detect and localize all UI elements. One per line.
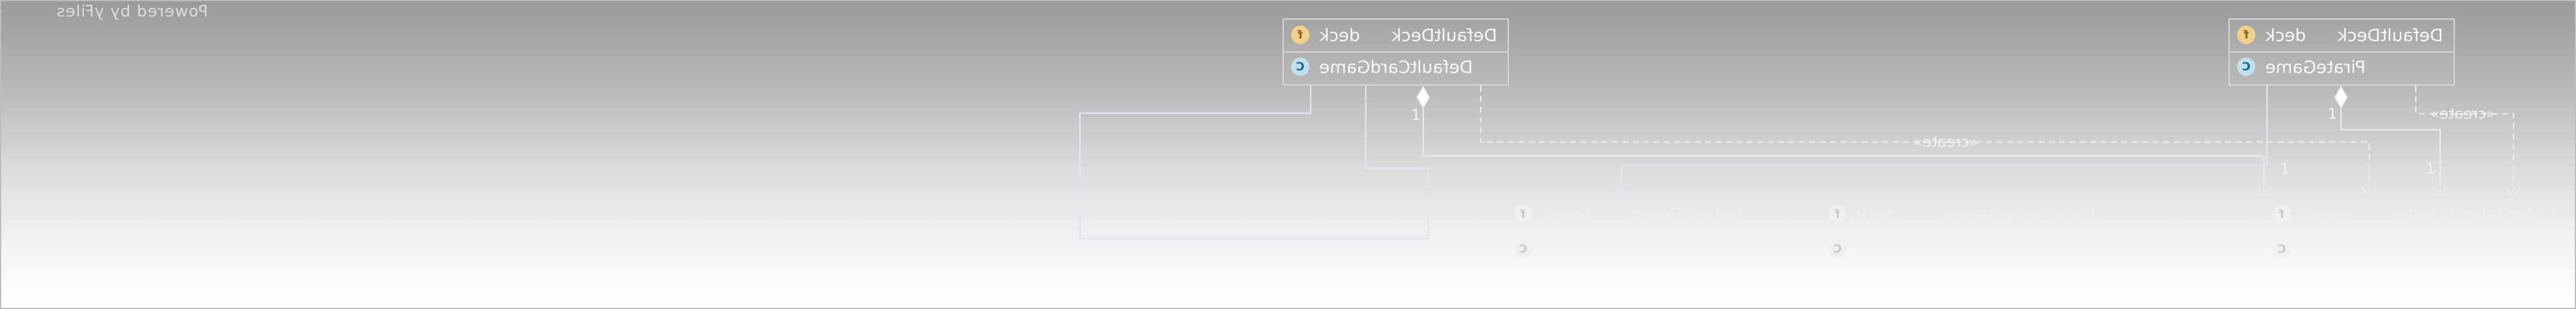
arrow-3: [2432, 186, 2449, 199]
edge-create-pirate: [2414, 86, 2515, 196]
field-row: f deck DefaultDeck: [2230, 20, 2454, 50]
arrow-1: [2255, 186, 2273, 199]
field-name: cards: [2301, 204, 2347, 225]
edge-left-outline: [1079, 86, 1430, 240]
field-type: DefaultBoard: [1630, 204, 1744, 225]
class-row: C DefaultCardGame: [1284, 51, 1508, 82]
class-icon: C: [1291, 58, 1309, 76]
label-mult-c: 1: [2280, 160, 2289, 177]
field-name: deck: [1856, 204, 1897, 225]
node-pirate-game[interactable]: f deck DefaultDeck C PirateGame: [2228, 18, 2455, 86]
arrow-board: [1613, 183, 1630, 198]
field-icon: f: [1828, 205, 1847, 223]
class-row: C PirateGame: [2230, 51, 2454, 82]
label-mult-d: 1: [2425, 160, 2435, 177]
field-icon: f: [2273, 205, 2291, 223]
class-icon: C: [2237, 58, 2255, 76]
field-type: DefaultDeck: [2337, 24, 2443, 45]
class-icon: C: [1514, 240, 1532, 258]
arrow-4: [2505, 186, 2522, 199]
edge-composition-default: [1422, 107, 2265, 196]
field-name: deck: [1319, 24, 1360, 45]
class-icon: C: [1828, 240, 1847, 258]
node-board[interactable]: f board DefaultBoard: [1506, 201, 1743, 228]
node-pirate-deck[interactable]: f deck List<PirateDeck>: [1821, 201, 2095, 228]
label-create-right: «create»: [2430, 105, 2495, 122]
node-default-card-game[interactable]: f deck DefaultDeck C DefaultCardGame: [1282, 18, 1509, 86]
field-icon: f: [1514, 205, 1532, 223]
label-create-left: «create»: [1913, 133, 1978, 151]
separator: [2230, 51, 2454, 53]
class-icon: C: [2273, 240, 2291, 258]
label-mult-a: 1: [1411, 106, 1420, 124]
node-default-deck[interactable]: f cards List<DefaultCard>: [2265, 201, 2555, 228]
diamond-default: [1416, 86, 1431, 109]
edge-create-default: [1480, 86, 2370, 196]
separator: [1284, 51, 1508, 53]
field-icon: f: [2237, 26, 2255, 44]
arrow-2: [2361, 186, 2378, 199]
class-name: PirateGame: [2265, 56, 2366, 77]
field-type: List<DefaultCard>: [2393, 204, 2555, 225]
field-type: List<PirateDeck>: [1943, 204, 2095, 225]
field-type: DefaultDeck: [1391, 24, 1497, 45]
field-name: board: [1542, 204, 1591, 225]
field-name: deck: [2265, 24, 2306, 45]
class-name: DefaultCardGame: [1319, 56, 1473, 77]
field-row: f deck DefaultDeck: [1284, 20, 1508, 50]
edge-to-board: [1620, 86, 2268, 195]
diamond-pirate: [2334, 86, 2348, 109]
edge-composition-pirate: [2340, 107, 2441, 196]
label-mult-b: 1: [2328, 105, 2337, 122]
field-icon: f: [1291, 26, 1309, 44]
